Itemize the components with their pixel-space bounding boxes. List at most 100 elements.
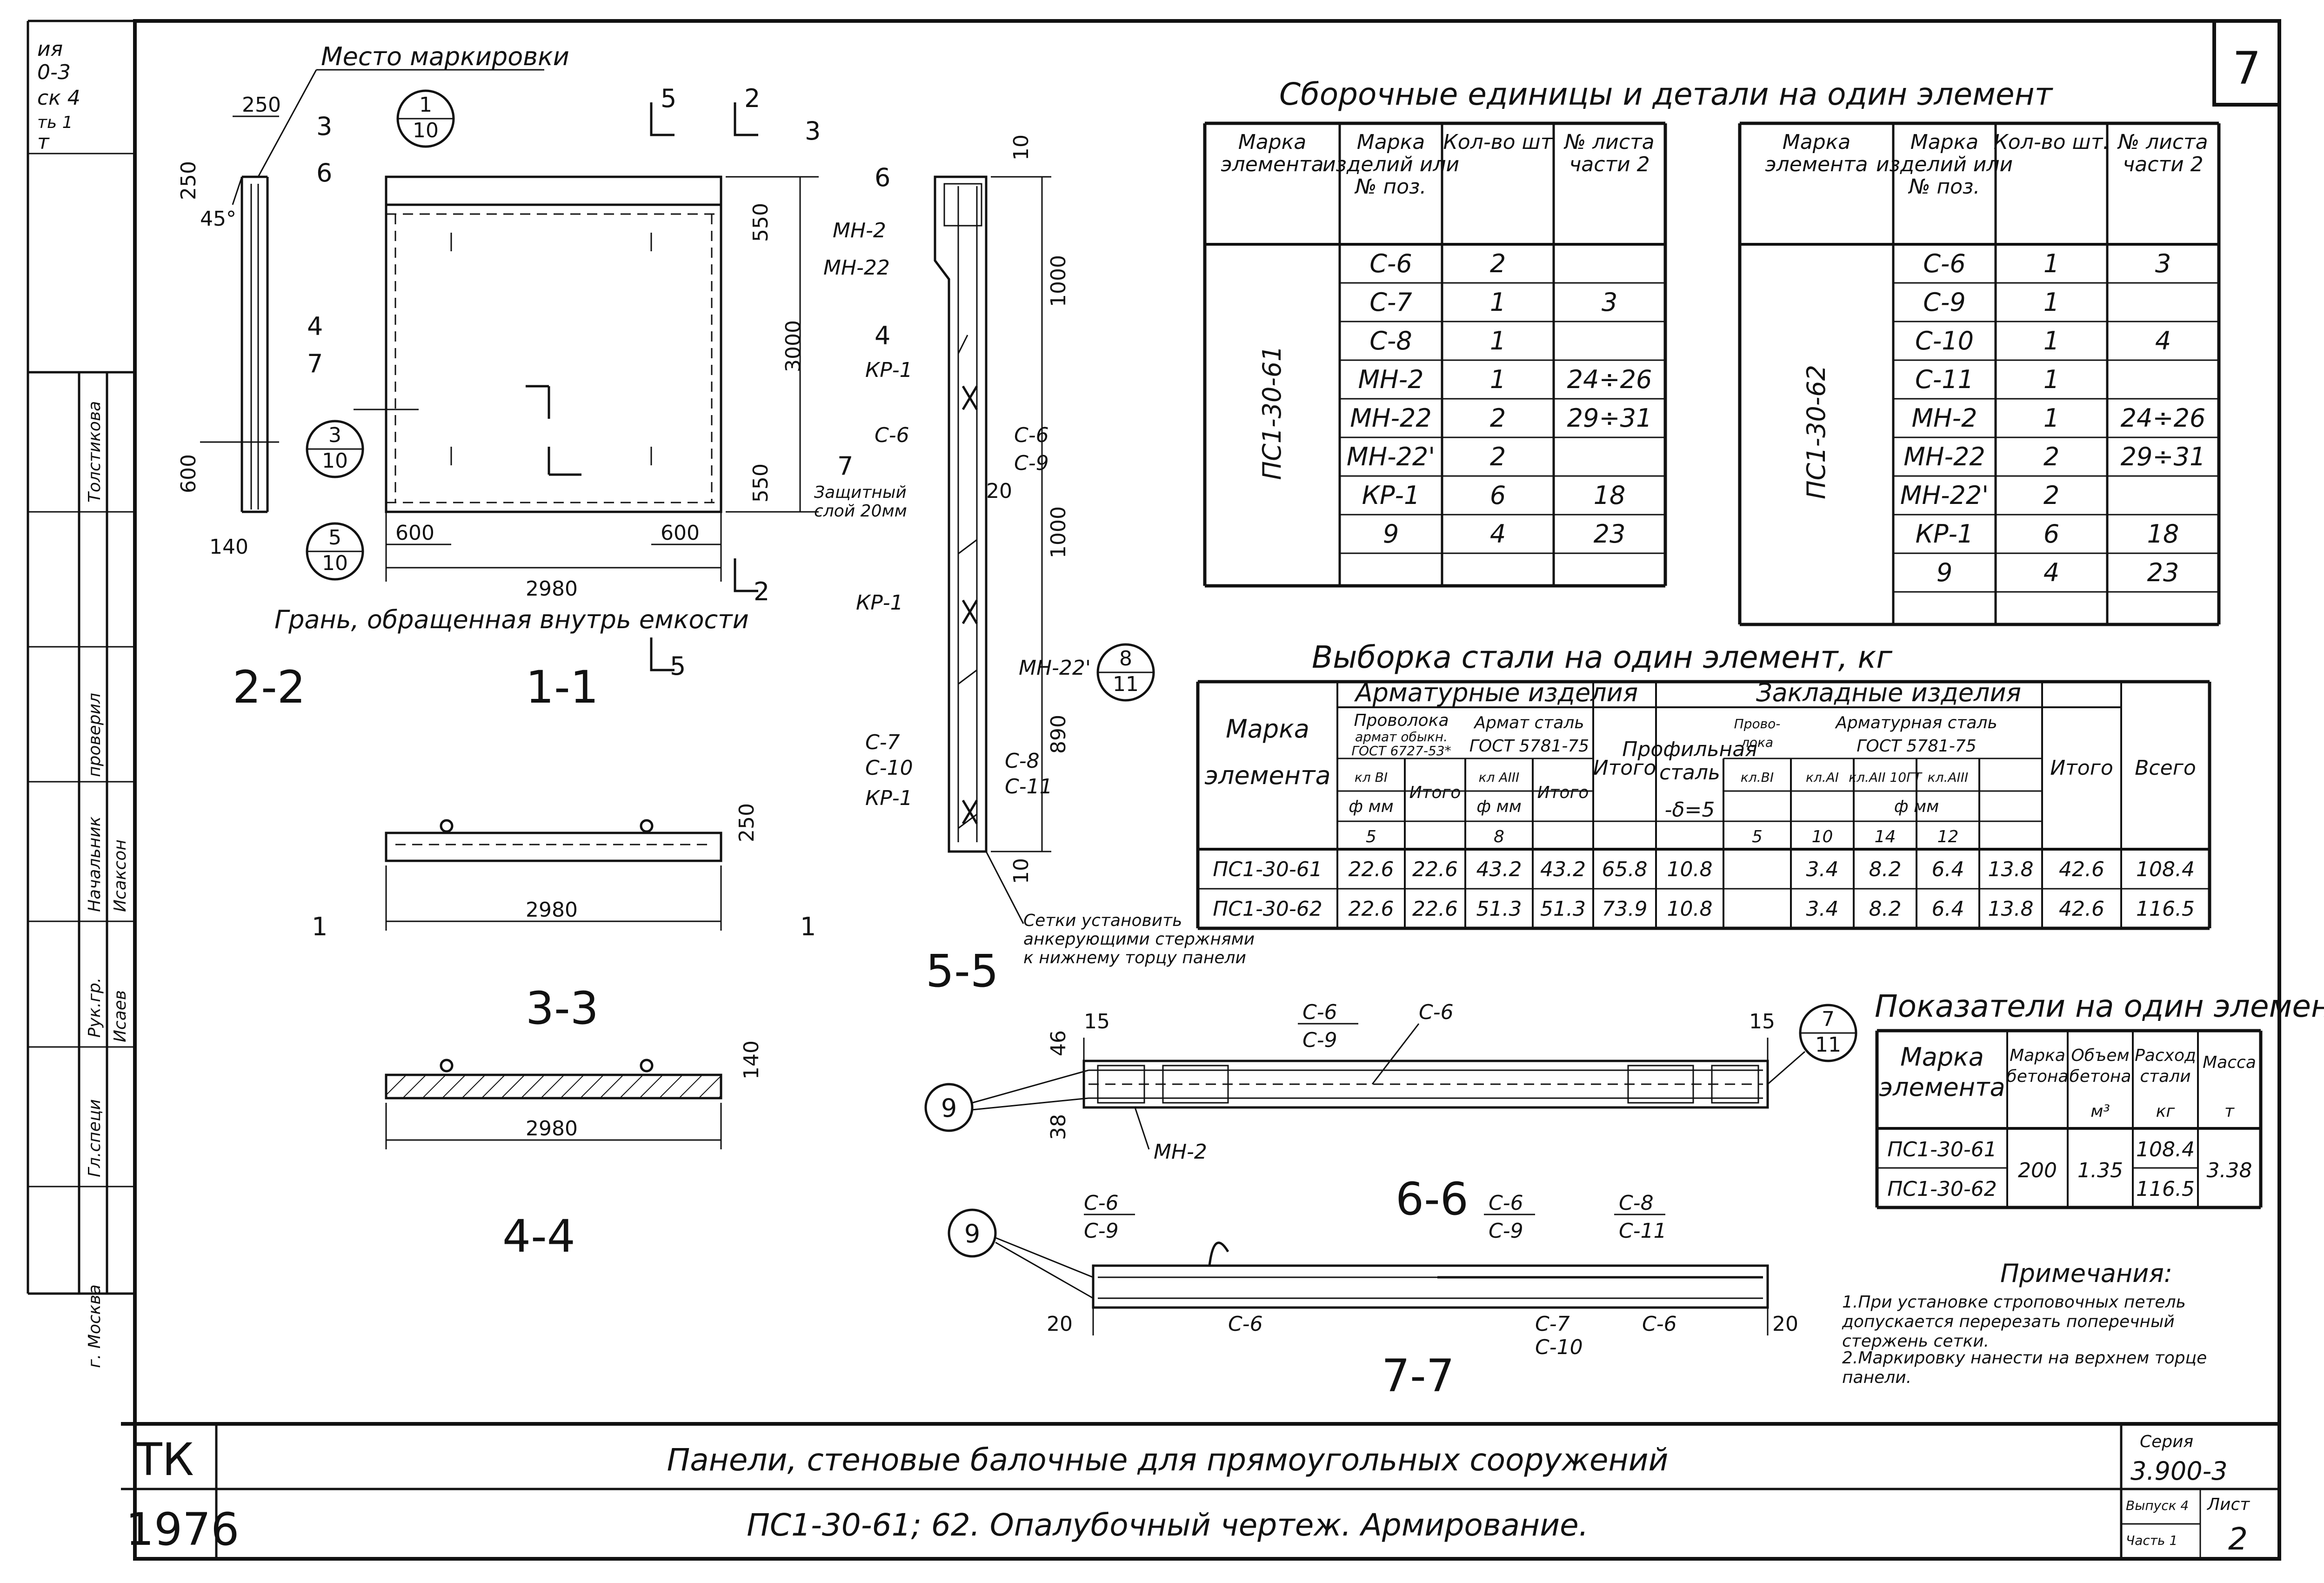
table-header: ф мм	[1476, 797, 1522, 816]
label-mn22p: МН-22'	[1019, 656, 1091, 680]
cut-3-right: 3	[805, 116, 821, 146]
label-77-c7: С-7	[1535, 1312, 1570, 1336]
table-cell: 23	[1594, 519, 1626, 549]
table-cell: 24÷26	[2121, 403, 2206, 433]
table-header: Марка	[1357, 130, 1425, 154]
table-cell: 3.38	[2207, 1159, 2252, 1182]
stamp-line-3: ск 4	[37, 86, 80, 110]
table-header: № листа	[1563, 130, 1654, 154]
table-cell: МН-22	[1350, 403, 1431, 433]
table-cell: МН-22'	[1900, 481, 1989, 510]
table-header: ГОСТ 5781-75	[1469, 737, 1589, 756]
table-cell: 108.4	[2136, 1138, 2195, 1161]
table-cell: КР-1	[1916, 519, 1974, 549]
table-header: элемента	[1204, 761, 1330, 790]
label-77-c6-c: С-6	[1228, 1312, 1263, 1336]
table-cell: 51.3	[1476, 897, 1522, 921]
table-header: Профильная	[1622, 738, 1757, 761]
callout-7-11-bottom: 11	[1815, 1033, 1841, 1057]
section-4-4: 2980 140 4-4	[385, 1040, 763, 1262]
stamp-line-2: 0-3	[37, 60, 71, 84]
label-mn22: МН-22	[823, 256, 890, 280]
dim-550-bottom: 550	[749, 463, 773, 503]
table-cell: 200	[2018, 1159, 2057, 1182]
issue-label: Выпуск 4	[2126, 1498, 2189, 1513]
table-cell: 2	[2044, 442, 2059, 471]
table-cell: 1	[2044, 249, 2059, 278]
table-cell: 24÷26	[1567, 365, 1652, 394]
left-stamp: ия 0-3 ск 4 ть 1 т Толстикова проверил Н…	[27, 21, 135, 1368]
table-header: 8	[1494, 827, 1504, 846]
table-header: -δ=5	[1665, 798, 1715, 822]
label-77-c9-b: С-9	[1489, 1219, 1523, 1243]
table-cell: 6	[2044, 519, 2059, 549]
table-header: части 2	[2123, 153, 2203, 176]
callout-8-11-top: 8	[1119, 647, 1132, 671]
section-5-5: 10 1000 1000 890 10 20 МН-2 МН-22 КР-1 С…	[814, 134, 1255, 997]
table-header: элемента	[1221, 153, 1324, 176]
section-2-2: Место маркировки 250 250 45° 600 140 Гра…	[177, 42, 749, 713]
cut-5-bottom: 5	[670, 651, 686, 681]
table-header: № листа	[2117, 130, 2208, 154]
dim-140-4-4: 140	[740, 1040, 763, 1080]
dim-250-3-3: 250	[735, 803, 759, 842]
pos9-b: 9	[964, 1219, 980, 1248]
table-header: изделий или	[1322, 153, 1459, 176]
table-header: Объем	[2071, 1046, 2129, 1065]
table-cell: 4	[2044, 558, 2059, 587]
label-77-c8: С-8	[1619, 1191, 1654, 1215]
dim-1000-a: 1000	[1047, 255, 1070, 307]
series-value: 3.900-3	[2130, 1456, 2227, 1486]
table-cell: 43.2	[1476, 858, 1522, 881]
label-c11: С-11	[1005, 775, 1053, 798]
dim-2980-4-4: 2980	[526, 1117, 578, 1140]
table-cell: 29÷31	[1567, 403, 1652, 433]
label-kr1-a: КР-1	[865, 358, 913, 382]
table-cell: 8.2	[1869, 858, 1902, 881]
label-kr1-c: КР-1	[865, 786, 913, 810]
cut-5: 5	[661, 84, 676, 113]
stamp-line-4: ть 1	[37, 113, 73, 132]
table-cell: 4	[1490, 519, 1506, 549]
label-c6-b: С-6	[1014, 423, 1049, 447]
table-header: Кол-во шт	[1443, 130, 1553, 154]
table-header: ф мм	[1894, 797, 1939, 816]
table-header: 5	[1366, 827, 1376, 846]
table-cell: 2	[1490, 249, 1506, 278]
label-66-c9: С-9	[1302, 1028, 1337, 1052]
label-77-c9-a: С-9	[1084, 1219, 1119, 1243]
part-label: Часть 1	[2126, 1533, 2177, 1548]
dim-1000-b: 1000	[1047, 506, 1070, 558]
table-header: кл.AIII	[1928, 770, 1969, 785]
indicators-title: Показатели на один элемент	[1875, 988, 2324, 1024]
table-cell: 4	[2155, 326, 2171, 356]
table-cell: 9	[1937, 558, 1952, 587]
table-header: Арматурные изделия	[1354, 678, 1638, 707]
table-header: кг	[2156, 1102, 2176, 1121]
table-header: элемента	[1765, 153, 1868, 176]
stamp-name-1: Исаксон	[111, 839, 130, 912]
table-cell: 3.4	[1806, 897, 1839, 921]
label-77-c10: С-10	[1535, 1335, 1583, 1359]
table-cell: МН-2	[1358, 365, 1423, 394]
assembly-title: Сборочные единицы и детали на один элеме…	[1279, 76, 2054, 112]
cut-6-right: 6	[875, 163, 890, 192]
table-cell: С-6	[1923, 249, 1966, 278]
table-header: лока	[1741, 735, 1773, 750]
table-header: элемента	[1879, 1073, 2005, 1102]
series-label: Серия	[2140, 1432, 2193, 1451]
table-header: бетона	[2070, 1067, 2131, 1086]
notes-heading: Примечания:	[2000, 1259, 2172, 1288]
table-cell: 13.8	[1988, 897, 2034, 921]
table-cell: 1.35	[2077, 1159, 2123, 1182]
table-cell: С-9	[1923, 288, 1966, 317]
table-header: № поз.	[1354, 175, 1427, 199]
cut-7-right: 7	[837, 451, 853, 481]
table-cell: 18	[1594, 481, 1626, 510]
table-header: Итого	[1593, 756, 1656, 780]
table-cell: 8.2	[1869, 897, 1902, 921]
callout-5-10-bottom: 10	[322, 551, 348, 575]
label-77-c6-a: С-6	[1084, 1191, 1119, 1215]
dim-600-side: 600	[177, 454, 200, 493]
